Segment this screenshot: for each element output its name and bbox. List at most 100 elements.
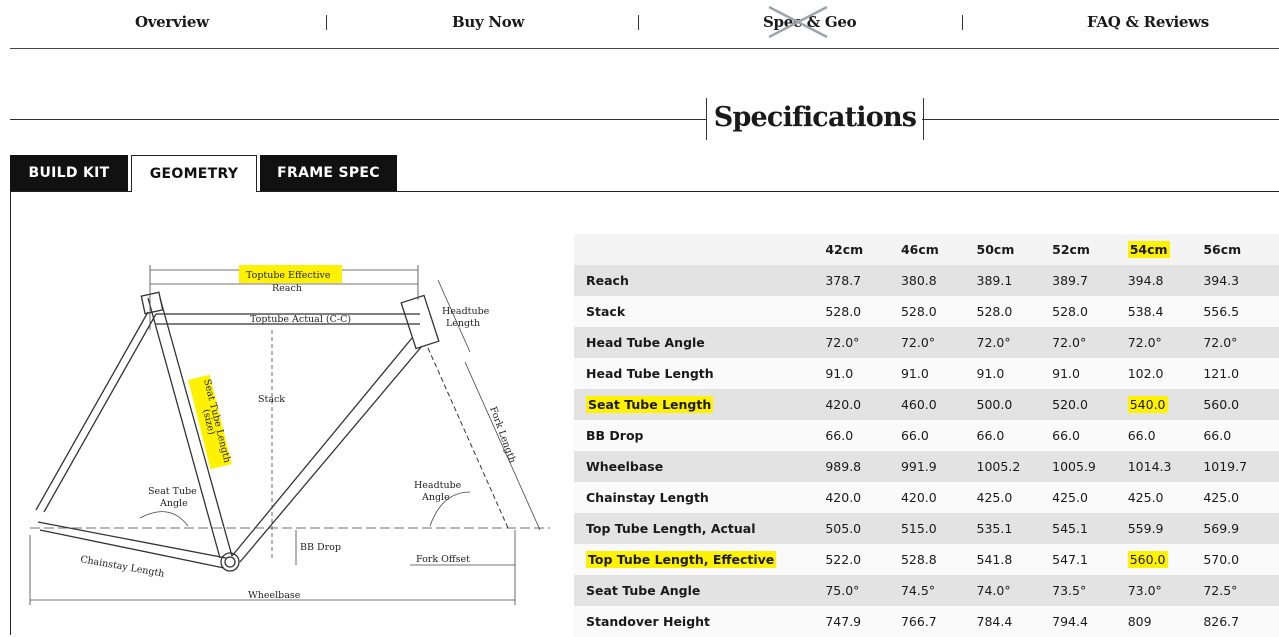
nav-faq-reviews[interactable]: FAQ & Reviews	[1087, 13, 1209, 31]
page-title: Specifications	[713, 102, 917, 133]
tab-geometry[interactable]: GEOMETRY	[131, 155, 257, 192]
cell-value: 528.0	[900, 304, 937, 319]
cell-value: 66.0	[825, 428, 854, 443]
cell-value: 784.4	[976, 614, 1013, 629]
cell-value: 66.0	[976, 428, 1005, 443]
table-cell: 72.0°	[977, 327, 1053, 358]
cell-value: 560.0	[1127, 551, 1168, 568]
cell-value: 809	[1127, 614, 1152, 629]
table-cell: 556.5	[1203, 296, 1279, 327]
row-label-text: Stack	[586, 304, 626, 319]
nav-buy-now[interactable]: Buy Now	[452, 13, 525, 31]
table-cell: 794.4	[1052, 606, 1128, 637]
row-label: Chainstay Length	[574, 482, 825, 513]
cell-value: 522.0	[825, 552, 862, 567]
table-cell: 389.1	[977, 265, 1053, 296]
table-cell: 528.0	[825, 296, 901, 327]
table-cell: 560.0	[1127, 544, 1204, 575]
table-cell: 420.0	[825, 482, 901, 513]
cross-out-icon	[768, 5, 828, 39]
table-header-size: 46cm	[900, 242, 939, 257]
cell-value: 460.0	[900, 397, 937, 412]
table-cell: 1005.9	[1052, 451, 1128, 482]
table-cell: 66.0	[1128, 420, 1204, 451]
cell-value: 420.0	[825, 397, 862, 412]
cell-value: 66.0	[900, 428, 929, 443]
label-bb-drop: BB Drop	[300, 542, 341, 553]
nav-overview[interactable]: Overview	[135, 13, 209, 31]
table-cell: 540.0	[1127, 389, 1204, 420]
cell-value: 91.0	[900, 366, 929, 381]
cell-value: 425.0	[1203, 490, 1240, 505]
cell-value: 378.7	[825, 273, 862, 288]
cell-value: 1019.7	[1203, 459, 1248, 474]
table-cell: 784.4	[977, 606, 1053, 637]
cell-value: 1005.2	[976, 459, 1021, 474]
cell-value: 425.0	[976, 490, 1013, 505]
cell-value: 73.5°	[1052, 583, 1087, 598]
tab-build-kit[interactable]: BUILD KIT	[10, 155, 128, 191]
cell-value: 91.0	[1052, 366, 1080, 381]
label-reach: Reach	[272, 283, 302, 294]
cell-value: 72.0°	[900, 335, 936, 350]
cell-value: 102.0	[1127, 366, 1164, 381]
cell-value: 505.0	[825, 521, 862, 536]
highlight-toptube-effective	[239, 265, 342, 283]
label-fork-length: Fork Length	[487, 405, 518, 464]
table-cell: 559.9	[1128, 513, 1204, 544]
table-cell: 72.0°	[1128, 327, 1204, 358]
cell-value: 528.0	[1052, 304, 1088, 319]
table-cell: 809	[1128, 606, 1204, 637]
cell-value: 121.0	[1203, 366, 1240, 381]
table-cell: 569.9	[1203, 513, 1279, 544]
row-label: Stack	[574, 296, 825, 327]
cell-value: 72.0°	[1203, 335, 1238, 350]
row-label: Wheelbase	[574, 451, 825, 482]
table-cell: 91.0	[825, 358, 901, 389]
nav-spec-geo[interactable]: Spec & Geo	[763, 5, 857, 39]
cell-value: 72.0°	[1127, 335, 1162, 350]
cell-value: 520.0	[1052, 397, 1088, 412]
tab-frame-spec[interactable]: FRAME SPEC	[260, 155, 397, 191]
nav-divider	[962, 15, 963, 30]
cell-value: 991.9	[900, 459, 937, 474]
cell-value: 766.7	[900, 614, 937, 629]
table-cell: 766.7	[901, 606, 977, 637]
row-label: Top Tube Length, Actual	[574, 513, 825, 544]
cell-value: 1005.9	[1052, 459, 1096, 474]
row-label-text: Seat Tube Angle	[586, 583, 701, 598]
cell-value: 91.0	[976, 366, 1005, 381]
table-cell: 500.0	[977, 389, 1053, 420]
row-label: BB Drop	[574, 420, 825, 451]
row-label-text: Reach	[586, 273, 629, 288]
table-header-size: 52cm	[1052, 242, 1090, 257]
cell-value: 528.8	[900, 552, 937, 567]
cell-value: 66.0	[1127, 428, 1156, 443]
table-cell: 72.0°	[1203, 327, 1279, 358]
cell-value: 826.7	[1203, 614, 1240, 629]
row-label-text: BB Drop	[586, 428, 644, 443]
table-header-size: 50cm	[976, 242, 1015, 257]
row-label: Head Tube Length	[574, 358, 825, 389]
table-cell: 74.0°	[977, 575, 1053, 606]
table-cell: 389.7	[1052, 265, 1128, 296]
table-cell: 72.0°	[825, 327, 901, 358]
cell-value: 91.0	[825, 366, 854, 381]
table-cell: 545.1	[1052, 513, 1128, 544]
label-headtube-length: Length	[446, 318, 480, 329]
cell-value: 66.0	[1052, 428, 1080, 443]
table-cell: 826.7	[1203, 606, 1279, 637]
cell-value: 425.0	[1127, 490, 1164, 505]
table-cell: 425.0	[1128, 482, 1204, 513]
cell-value: 389.1	[976, 273, 1013, 288]
table-cell: 425.0	[1052, 482, 1128, 513]
table-cell: 570.0	[1203, 544, 1279, 575]
table-cell: 528.0	[1052, 296, 1128, 327]
table-cell: 91.0	[1052, 358, 1128, 389]
cell-value: 72.5°	[1203, 583, 1238, 598]
